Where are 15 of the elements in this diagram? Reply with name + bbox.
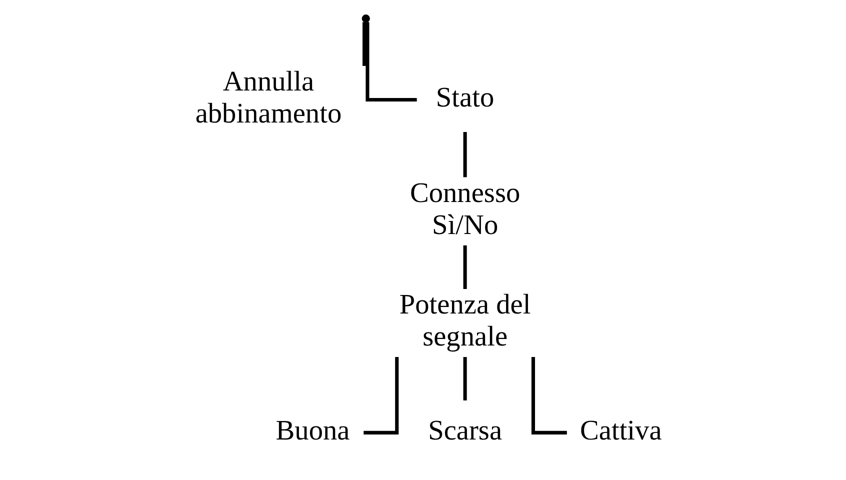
node-point <box>362 14 370 23</box>
connector <box>463 245 467 289</box>
node-text: Scarsa <box>428 415 502 446</box>
node-text: Connesso Sì/No <box>410 178 520 241</box>
connector <box>463 132 467 178</box>
node-text: Potenza del segnale <box>399 290 531 353</box>
connector <box>366 22 417 102</box>
node-text: Buona <box>276 415 350 446</box>
connector <box>463 357 467 400</box>
connector <box>364 357 399 434</box>
node-text: Stato <box>436 82 494 114</box>
node-text: Cattiva <box>580 415 662 446</box>
connector <box>362 22 366 66</box>
connector <box>531 357 567 434</box>
node-text: Annulla abbinamento <box>195 66 342 130</box>
